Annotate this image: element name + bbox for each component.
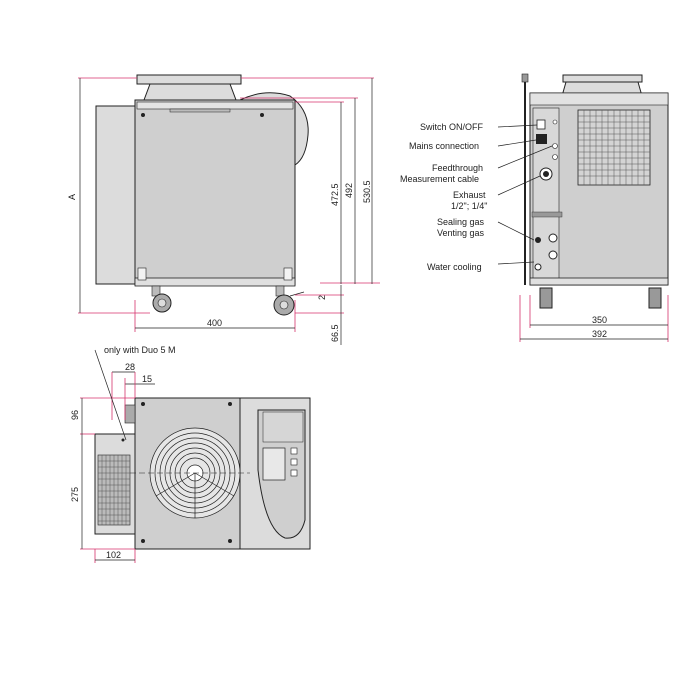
- mains-socket-icon: [536, 134, 547, 144]
- dim-15: 15: [142, 374, 152, 384]
- note-duo5m: only with Duo 5 M: [104, 345, 176, 355]
- grille-mesh: [578, 110, 650, 185]
- flange-neck: [143, 83, 237, 101]
- dim-472-5: 472.5: [330, 183, 340, 206]
- top-flange: [136, 74, 242, 85]
- dim-350: 350: [592, 315, 607, 325]
- screw: [141, 113, 145, 117]
- handle-recess: [169, 108, 231, 113]
- side-view: A 472.5 492 530.5 2 400 66.5: [67, 74, 380, 345]
- side-enclosure: [95, 105, 136, 285]
- switch-icon: [536, 119, 546, 130]
- base-frame: [134, 277, 296, 287]
- foot-bracket: [137, 267, 147, 281]
- dim-492: 492: [344, 183, 354, 198]
- dim-392: 392: [592, 329, 607, 339]
- dim-400: 400: [207, 318, 222, 328]
- dim-66-5: 66.5: [330, 324, 340, 342]
- dim-275: 275: [70, 487, 80, 502]
- dim-530-5: 530.5: [362, 180, 372, 203]
- rear-castor: [648, 287, 662, 309]
- screw: [260, 113, 264, 117]
- rear-flange: [562, 74, 643, 83]
- castor-right: [273, 285, 305, 316]
- castor-left: [151, 285, 172, 313]
- top-strip: [136, 101, 294, 110]
- label-venting: Venting gas: [437, 228, 485, 238]
- label-water: Water cooling: [427, 262, 482, 272]
- dim-2: 2: [317, 295, 327, 300]
- dim-a: A: [67, 194, 77, 200]
- label-measurement: Measurement cable: [400, 174, 479, 184]
- dim-28: 28: [125, 362, 135, 372]
- display-icon: [262, 447, 286, 481]
- motor-dome: [239, 92, 309, 166]
- label-exhaust: Exhaust: [453, 190, 486, 200]
- rear-castor: [539, 287, 553, 309]
- rear-top-strip: [529, 92, 669, 106]
- rear-view: Switch ON/OFF Mains connection Feedthrou…: [400, 73, 669, 342]
- label-mains: Mains connection: [409, 141, 479, 151]
- label-switch: Switch ON/OFF: [420, 122, 484, 132]
- label-feedthrough: Feedthrough: [432, 163, 483, 173]
- main-housing: [134, 99, 296, 286]
- top-view: only with Duo 5 M 28 15 96 275 102: [70, 345, 311, 563]
- dim-102: 102: [106, 550, 121, 560]
- dim-96: 96: [70, 410, 80, 420]
- label-sealing: Sealing gas: [437, 217, 485, 227]
- foot-bracket: [283, 267, 293, 281]
- label-exhaust-size: 1/2"; 1/4": [451, 201, 487, 211]
